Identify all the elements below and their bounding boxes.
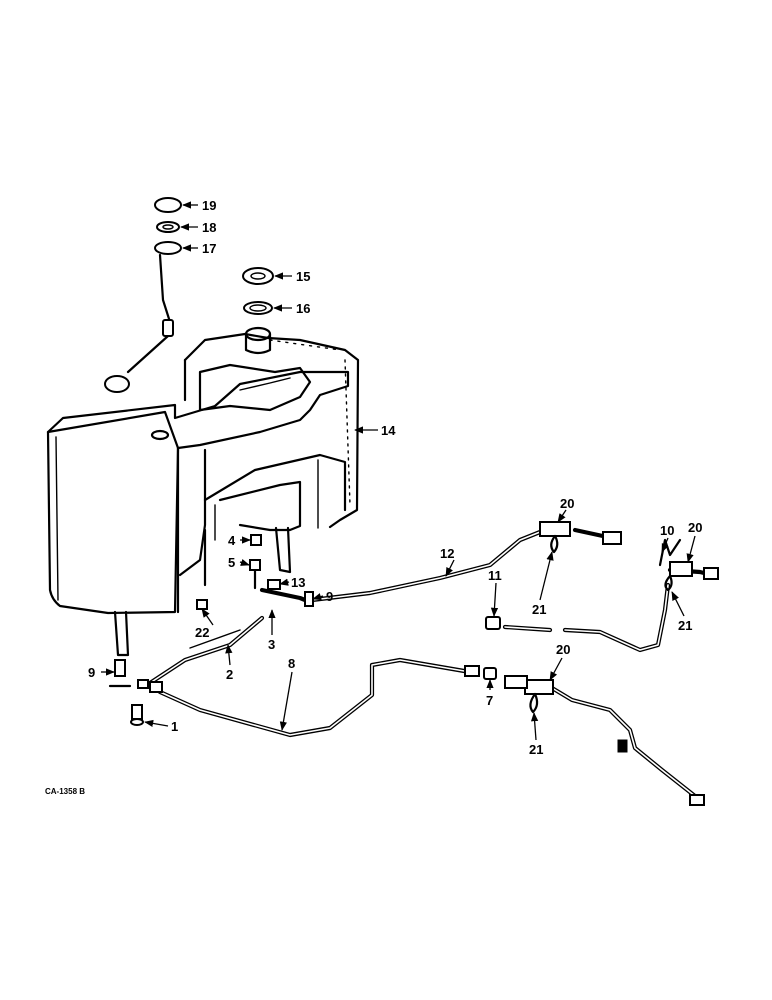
callout-9-right: 9	[326, 589, 333, 604]
callout-4: 4	[228, 533, 236, 548]
callout-14: 14	[381, 423, 396, 438]
callout-18: 18	[202, 220, 216, 235]
callout-1: 1	[171, 719, 178, 734]
callout-8: 8	[288, 656, 295, 671]
callout-2: 2	[226, 667, 233, 682]
callout-9-left: 9	[88, 665, 95, 680]
callout-labels: 19 18 17 15 16 14 4 5 13 9 22 3 2 9 1 8 …	[88, 198, 702, 757]
callout-16: 16	[296, 301, 310, 316]
callout-20-right: 20	[688, 520, 702, 535]
leader-arrows	[101, 201, 696, 741]
callout-20-middle: 20	[556, 642, 570, 657]
reference-code: CA-1358 B	[45, 787, 85, 796]
callout-22: 22	[195, 625, 209, 640]
callout-17: 17	[202, 241, 216, 256]
filler-cap-gasket	[243, 301, 273, 315]
callout-3: 3	[268, 637, 275, 652]
callout-15: 15	[296, 269, 310, 284]
callout-21-upper: 21	[532, 602, 546, 617]
callout-10: 10	[660, 523, 674, 538]
fuel-tank	[46, 326, 360, 657]
callout-20-upper: 20	[560, 496, 574, 511]
callout-12: 12	[440, 546, 454, 561]
callout-21-lower: 21	[529, 742, 543, 757]
callout-5: 5	[228, 555, 235, 570]
fuel-lines	[147, 527, 715, 803]
callout-19: 19	[202, 198, 216, 213]
filler-cap	[242, 267, 274, 285]
callout-11: 11	[488, 568, 502, 583]
callout-21-right: 21	[678, 618, 692, 633]
fuel-gauge-sender	[104, 197, 182, 393]
fittings	[108, 521, 719, 806]
callout-13: 13	[291, 575, 305, 590]
callout-7: 7	[486, 693, 493, 708]
